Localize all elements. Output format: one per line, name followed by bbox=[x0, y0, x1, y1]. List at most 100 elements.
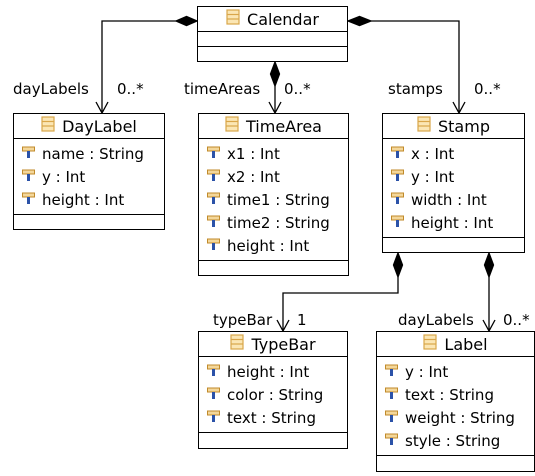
class-header: DayLabel bbox=[14, 114, 164, 139]
attribute-icon bbox=[391, 168, 404, 186]
class-header: Label bbox=[377, 332, 534, 357]
attribute-row[interactable]: x2 : Int bbox=[207, 165, 348, 188]
attribute-row[interactable]: y : Int bbox=[22, 165, 164, 188]
attribute-text: weight : String bbox=[405, 408, 515, 427]
attribute-text: y : Int bbox=[411, 167, 455, 186]
attribute-row[interactable]: y : Int bbox=[385, 360, 534, 383]
attribute-icon bbox=[391, 214, 404, 232]
diamond-stamp-label bbox=[483, 251, 495, 279]
attribute-icon bbox=[385, 409, 398, 427]
class-name: Label bbox=[444, 334, 488, 354]
attribute-icon bbox=[22, 168, 35, 186]
attribute-row[interactable]: height : Int bbox=[22, 188, 164, 211]
attribute-icon bbox=[22, 145, 35, 163]
attribute-row[interactable]: text : String bbox=[385, 383, 534, 406]
class-name: Calendar bbox=[247, 9, 319, 29]
attribute-text: style : String bbox=[405, 431, 501, 450]
attribute-text: x : Int bbox=[411, 144, 455, 163]
attribute-icon bbox=[207, 363, 220, 381]
diamond-calendar-daylabel bbox=[174, 15, 199, 27]
attribute-text: y : Int bbox=[405, 362, 449, 381]
attribute-text: height : Int bbox=[227, 236, 310, 255]
attribute-row[interactable]: y : Int bbox=[391, 165, 524, 188]
class-header: Calendar bbox=[198, 7, 347, 32]
class-icon bbox=[423, 334, 438, 354]
multiplicity-label-typebar: 1 bbox=[297, 311, 307, 329]
attribute-row[interactable]: name : String bbox=[22, 142, 164, 165]
attribute-text: x1 : Int bbox=[227, 144, 280, 163]
attribute-text: time1 : String bbox=[227, 190, 330, 209]
attribute-text: x2 : Int bbox=[227, 167, 280, 186]
multiplicity-label-stamps: 0..* bbox=[474, 80, 501, 98]
class-label[interactable]: Label y : Int text : String weight : Str… bbox=[376, 331, 535, 472]
attribute-row[interactable]: color : String bbox=[207, 383, 347, 406]
attribute-row[interactable]: height : Int bbox=[391, 211, 524, 234]
attribute-compartment bbox=[198, 32, 347, 47]
diamond-stamp-typebar bbox=[392, 251, 404, 279]
class-icon bbox=[226, 9, 240, 29]
multiplicity-label-stamp-daylabels: 0..* bbox=[503, 311, 530, 329]
attribute-row[interactable]: time1 : String bbox=[207, 188, 348, 211]
edge-stamp-typebar bbox=[282, 277, 399, 330]
class-header: TimeArea bbox=[199, 114, 348, 139]
attribute-row[interactable]: text : String bbox=[207, 406, 347, 429]
attribute-text: time2 : String bbox=[227, 213, 330, 232]
class-daylabel[interactable]: DayLabel name : String y : Int height : … bbox=[13, 113, 165, 230]
class-icon bbox=[417, 116, 431, 136]
attribute-text: text : String bbox=[227, 408, 316, 427]
attribute-compartment: x : Int y : Int width : Int height : Int bbox=[383, 139, 524, 238]
class-icon bbox=[230, 334, 245, 354]
class-header: Stamp bbox=[383, 114, 524, 139]
attribute-compartment: x1 : Int x2 : Int time1 : String time2 :… bbox=[199, 139, 348, 261]
attribute-text: name : String bbox=[42, 144, 144, 163]
role-label-stamps: stamps bbox=[388, 80, 443, 98]
attribute-row[interactable]: time2 : String bbox=[207, 211, 348, 234]
attribute-text: y : Int bbox=[42, 167, 86, 186]
diamond-calendar-stamp bbox=[346, 15, 373, 27]
attribute-icon bbox=[391, 191, 404, 209]
operation-compartment bbox=[14, 215, 164, 225]
class-name: TypeBar bbox=[251, 334, 316, 354]
attribute-text: height : Int bbox=[42, 190, 125, 209]
attribute-row[interactable]: height : Int bbox=[207, 234, 348, 257]
operation-compartment bbox=[199, 433, 347, 443]
attribute-icon bbox=[385, 432, 398, 450]
attribute-icon bbox=[385, 386, 398, 404]
multiplicity-label-daylabels: 0..* bbox=[117, 80, 144, 98]
attribute-row[interactable]: weight : String bbox=[385, 406, 534, 429]
attribute-icon bbox=[207, 191, 220, 209]
attribute-icon bbox=[391, 145, 404, 163]
attribute-icon bbox=[385, 363, 398, 381]
diamond-calendar-timearea bbox=[269, 60, 281, 88]
class-stamp[interactable]: Stamp x : Int y : Int width : Int height… bbox=[382, 113, 525, 253]
class-name: Stamp bbox=[438, 116, 490, 136]
attribute-text: height : Int bbox=[411, 213, 494, 232]
attribute-icon bbox=[22, 191, 35, 209]
operation-compartment bbox=[377, 456, 534, 466]
class-name: TimeArea bbox=[246, 116, 322, 136]
operation-compartment bbox=[383, 238, 524, 248]
class-name: DayLabel bbox=[62, 116, 137, 136]
attribute-text: text : String bbox=[405, 385, 494, 404]
class-icon bbox=[225, 116, 239, 136]
attribute-icon bbox=[207, 409, 220, 427]
class-calendar[interactable]: Calendar bbox=[197, 6, 348, 62]
attribute-row[interactable]: x1 : Int bbox=[207, 142, 348, 165]
attribute-icon bbox=[207, 237, 220, 255]
attribute-text: color : String bbox=[227, 385, 324, 404]
attribute-row[interactable]: style : String bbox=[385, 429, 534, 452]
class-header: TypeBar bbox=[199, 332, 347, 357]
class-typebar[interactable]: TypeBar height : Int color : String text… bbox=[198, 331, 348, 449]
attribute-row[interactable]: x : Int bbox=[391, 142, 524, 165]
role-label-timeareas: timeAreas bbox=[184, 80, 261, 98]
operation-compartment bbox=[199, 261, 348, 271]
attribute-row[interactable]: height : Int bbox=[207, 360, 347, 383]
role-label-stamp-daylabels: dayLabels bbox=[398, 311, 474, 329]
class-icon bbox=[41, 116, 55, 136]
class-timearea[interactable]: TimeArea x1 : Int x2 : Int time1 : Strin… bbox=[198, 113, 349, 276]
attribute-row[interactable]: width : Int bbox=[391, 188, 524, 211]
attribute-icon bbox=[207, 168, 220, 186]
attribute-text: width : Int bbox=[411, 190, 487, 209]
operation-compartment bbox=[198, 47, 347, 61]
role-label-daylabels: dayLabels bbox=[13, 80, 89, 98]
